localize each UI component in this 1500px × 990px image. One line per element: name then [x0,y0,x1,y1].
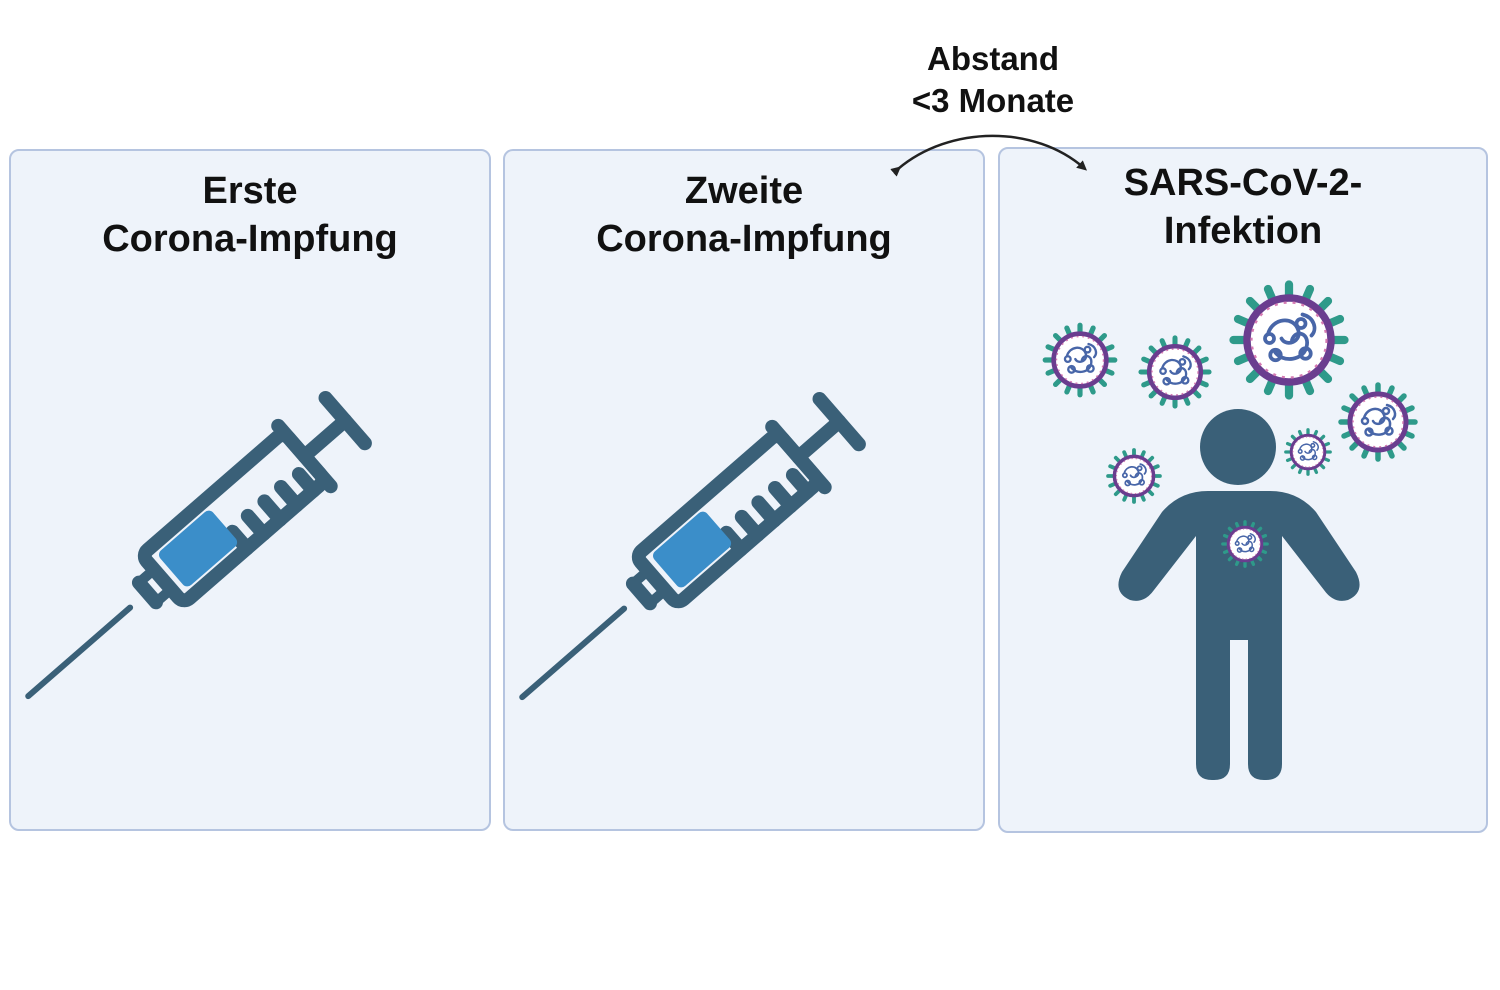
title-line-1: Zweite [684,170,804,212]
virus-icon [1141,338,1209,406]
title-line-2: Corona-Impfung [596,218,892,260]
virus-icon [1045,325,1115,395]
panel-infection: SARS-CoV-2- Infektion [998,147,1488,833]
interval-line-2: <3 Monate [911,82,1075,119]
panel-title: Erste Corona-Impfung [11,167,489,263]
person-icon [1118,409,1360,780]
virus-icon [1341,385,1415,459]
panel-title: Zweite Corona-Impfung [505,167,983,263]
panel-second-vaccination: Zweite Corona-Impfung [503,149,985,831]
virus-icon [1234,285,1345,396]
virus-icon [1221,520,1269,568]
panel-title: SARS-CoV-2- Infektion [1000,159,1486,255]
title-line-2: Corona-Impfung [102,218,398,260]
syringe-icon [2,390,371,726]
title-line-2: Infektion [1163,210,1323,252]
virus-icon [1106,448,1162,504]
syringe-icon [496,391,865,727]
interval-line-1: Abstand [927,40,1059,77]
panel-first-vaccination: Erste Corona-Impfung [9,149,491,831]
interval-label: Abstand <3 Monate [880,38,1106,122]
title-line-1: SARS-CoV-2- [1123,162,1363,204]
title-line-1: Erste [202,170,298,212]
virus-icon [1284,428,1332,476]
interval-arrow [890,134,1088,177]
